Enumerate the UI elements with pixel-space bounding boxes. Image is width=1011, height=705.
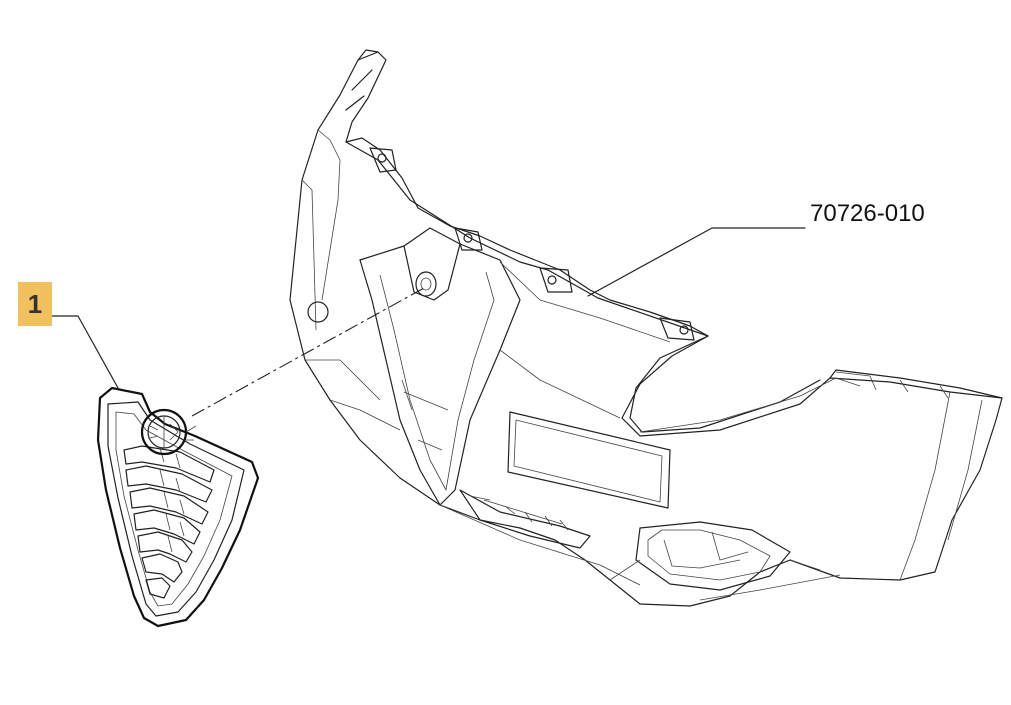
front-grille (96, 386, 260, 628)
part-number-leader-line (587, 227, 806, 297)
part-number-label: 70726-010 (810, 200, 925, 227)
front-bumper (289, 49, 1003, 607)
callout-leader-line (51, 315, 119, 389)
assembly-axis-line (191, 287, 425, 417)
callout-badge-1: 1 (18, 282, 52, 326)
